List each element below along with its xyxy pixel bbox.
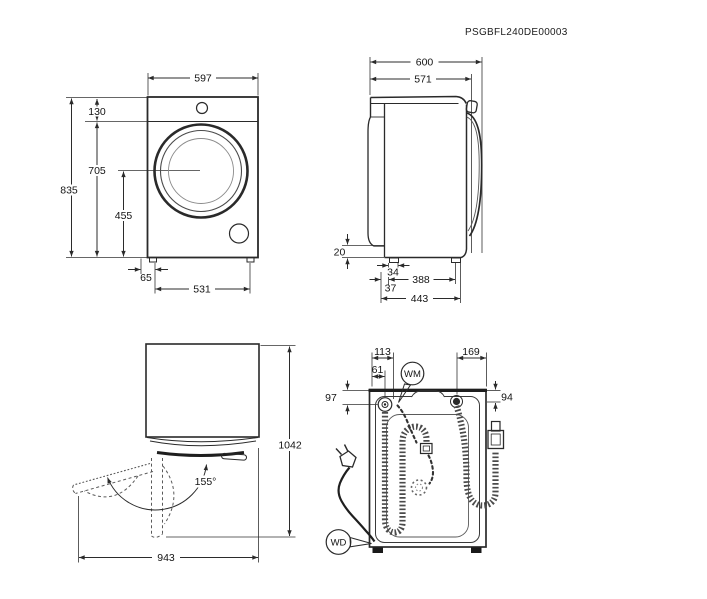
pump-filter-circle (228, 223, 250, 244)
control-fascia (465, 100, 478, 114)
cord-line (337, 466, 376, 543)
door-handle (221, 452, 247, 461)
door-swing-arc (107, 464, 209, 511)
side-rear-foot (451, 257, 461, 263)
inlet-hose (453, 405, 499, 509)
dim-side-body-depth: 571 (414, 74, 432, 86)
wd-label: WD (331, 538, 347, 549)
side-front-foot (389, 257, 399, 263)
drain-hose (381, 412, 430, 536)
side-view: 600 571 20 34 37 388 443 (330, 56, 483, 305)
wm-label: WM (404, 369, 421, 380)
door-bulge-outer (466, 112, 483, 237)
front-right-foot (246, 257, 255, 263)
part-number: PSGBFL240DE00003 (465, 27, 568, 38)
wd-balloon: WD (325, 529, 372, 555)
rear-panel-outer (375, 396, 480, 543)
dim-top-open-depth: 1042 (278, 440, 302, 452)
dim-rear-right-drop: 94 (501, 392, 513, 404)
dim-rear-hose-exit: 113 (374, 346, 391, 358)
drain-routing-dashed (396, 404, 418, 444)
top-view: 155° 1042 943 (72, 343, 305, 564)
dim-front-height: 835 (60, 185, 78, 197)
inlet-hose-fitting (487, 420, 505, 450)
rear-view: WM WD 113 61 169 97 94 (325, 346, 513, 555)
dim-front-top-panel: 130 (88, 106, 106, 118)
drain-hose-port (377, 397, 393, 412)
rear-dimension-lines (342, 352, 501, 415)
dim-side-foot-width: 34 (387, 267, 399, 279)
side-body-outline (367, 95, 483, 263)
plug-prongs (335, 444, 349, 455)
door-open-positions (72, 458, 175, 538)
detergent-drawer-circle (195, 101, 209, 115)
dim-top-door-angle: 155° (195, 476, 217, 488)
dim-front-width: 597 (194, 73, 212, 85)
drain-routing-dashed-lower (427, 454, 435, 485)
dim-rear-inlet: 169 (462, 346, 480, 358)
rear-dimension-labels: 113 61 169 97 94 (325, 346, 513, 404)
dim-rear-drain-port: 61 (372, 364, 384, 376)
top-body-outline (145, 343, 260, 461)
dim-side-feet-gap: 388 (412, 274, 430, 286)
dim-side-rear-gap: 20 (334, 247, 346, 259)
dim-side-foot-setback: 37 (385, 283, 397, 295)
rear-panel-arch (411, 390, 445, 398)
rear-panel-inner (386, 414, 469, 538)
door-front-edge (156, 451, 245, 457)
side-dimension-labels: 600 571 20 34 37 388 443 (330, 56, 439, 305)
dim-front-panel-floor: 705 (88, 165, 106, 177)
door-bulge-inner (466, 116, 480, 232)
dim-rear-left-drop: 97 (325, 392, 337, 404)
power-plug (339, 450, 357, 468)
side-dimension-lines (342, 57, 483, 303)
dim-side-depth: 600 (416, 57, 434, 69)
rear-right-foot (471, 547, 482, 553)
rear-cabinet (368, 388, 487, 553)
drain-hose-fitting (419, 442, 433, 455)
dim-front-feet-span: 531 (193, 284, 211, 296)
rear-cover-bump (367, 116, 385, 247)
front-left-foot (149, 257, 157, 263)
power-cord (335, 444, 376, 543)
dim-front-foot-offset: 65 (140, 272, 152, 284)
front-cabinet-outline (146, 96, 259, 259)
door-front (153, 123, 249, 219)
dim-front-door-center: 455 (115, 210, 133, 222)
front-dimension-labels: 597 835 130 705 455 65 531 (57, 72, 216, 296)
wm-balloon: WM (398, 361, 425, 403)
rear-left-foot (372, 547, 383, 553)
top-dimension-labels: 155° 1042 943 (152, 439, 305, 564)
front-dimension-lines (66, 73, 259, 294)
front-view: 597 835 130 705 455 65 531 (57, 72, 259, 296)
dim-top-open-width: 943 (157, 552, 175, 564)
drain-outlet-blob (410, 479, 428, 496)
dim-side-feet-span: 443 (411, 293, 429, 305)
